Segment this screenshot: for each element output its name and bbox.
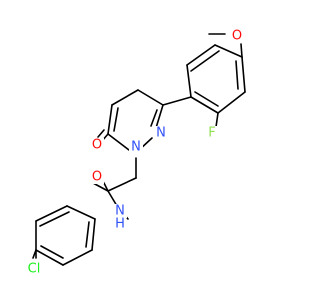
fluorine-atom: F [205, 126, 219, 141]
chlorine-label: Cl [28, 262, 41, 277]
ring-nitrogen-n1-label: N [131, 140, 141, 155]
methoxy-oxygen-label: O [232, 29, 242, 44]
amide-nitrogen: N H [113, 204, 127, 232]
amide-oxygen: O [90, 170, 104, 185]
chlorine-atom: Cl [23, 262, 45, 277]
fluorine-label: F [208, 126, 215, 141]
keto-oxygen-label: O [92, 138, 102, 153]
methoxy-oxygen: O [230, 29, 244, 44]
ring-nitrogen-n2-label: N [156, 126, 166, 141]
keto-oxygen: O [90, 138, 104, 153]
atom-labels: O F O N N O N H Cl [23, 29, 244, 277]
ring-nitrogen-n2: N [154, 126, 168, 141]
ring-nitrogen-n1: N [129, 140, 143, 155]
amide-hydrogen-label: H [115, 217, 125, 232]
amide-oxygen-label: O [92, 170, 102, 185]
amide-nitrogen-label: N [115, 204, 125, 219]
molecule-structure: O F O N N O N H Cl [23, 28, 246, 277]
bond-layer [32, 33, 246, 266]
